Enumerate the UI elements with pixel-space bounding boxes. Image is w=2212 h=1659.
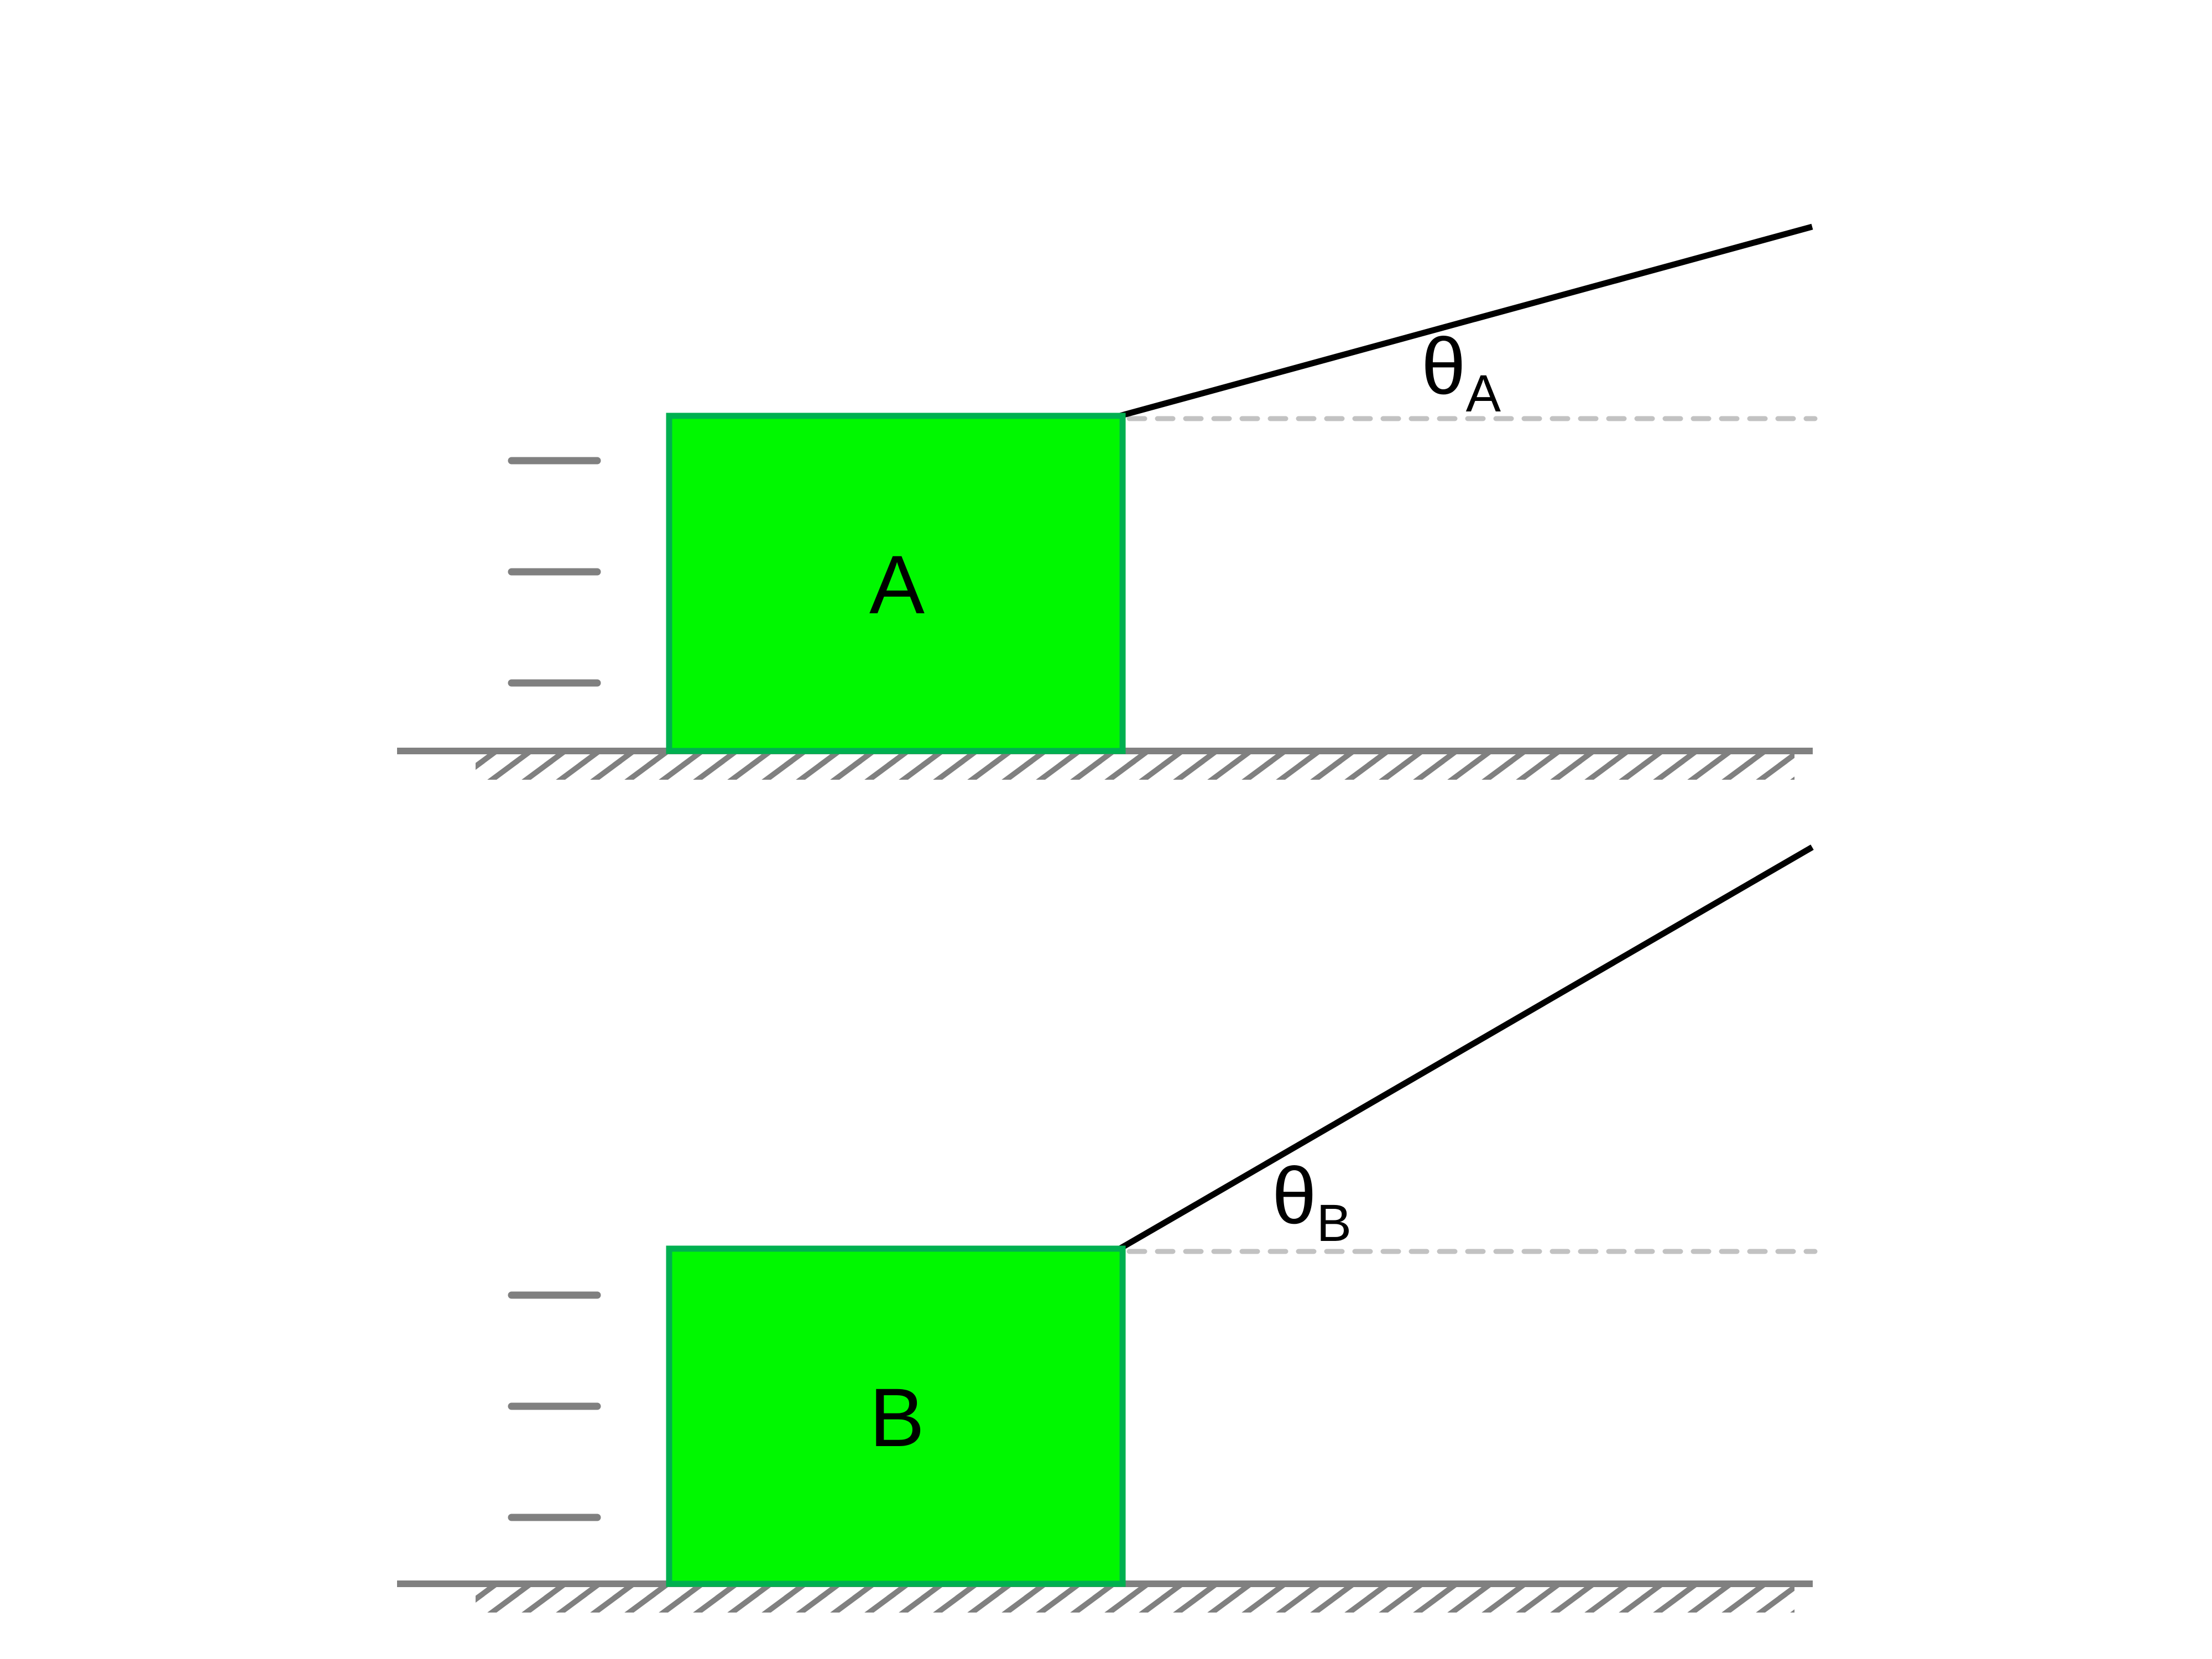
diagram-b: B θB xyxy=(397,844,1818,1613)
block-a-label: A xyxy=(869,538,925,631)
block-b-label: B xyxy=(869,1371,925,1464)
theta-subscript: A xyxy=(1466,364,1501,423)
theta-symbol: θ xyxy=(1421,321,1466,411)
ground-hatching xyxy=(476,754,1794,780)
theta-a-label: θA xyxy=(1421,321,1501,423)
ground-hatching xyxy=(476,1587,1794,1613)
theta-b-label: θB xyxy=(1272,1151,1352,1253)
rope-a xyxy=(1119,223,1813,419)
rope-b xyxy=(1118,844,1814,1251)
motion-marks xyxy=(508,457,601,687)
motion-marks xyxy=(508,1291,601,1521)
block-a xyxy=(666,413,1126,754)
theta-subscript: B xyxy=(1317,1194,1352,1253)
diagram-a: A θA xyxy=(397,223,1818,780)
theta-symbol: θ xyxy=(1272,1151,1317,1240)
block-b xyxy=(666,1245,1126,1587)
